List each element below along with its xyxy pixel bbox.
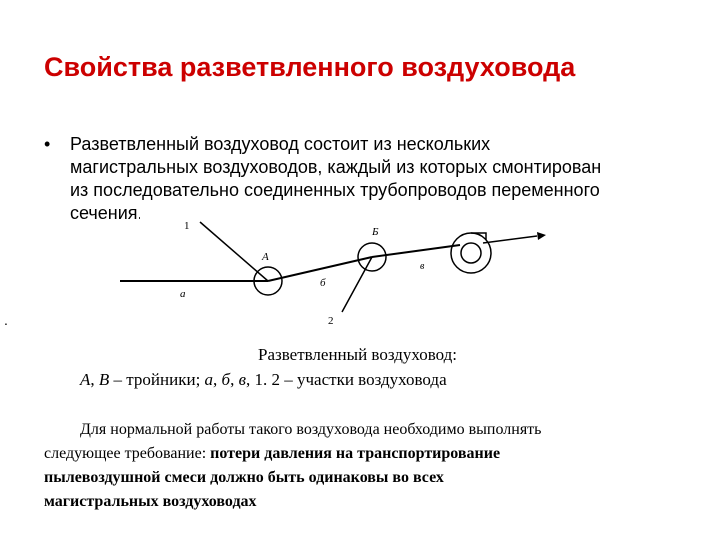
duct-diagram: 1 2 А Б а б в: [120, 210, 546, 327]
paragraph-line-3: пылевоздушной смеси должно быть одинаков…: [44, 469, 444, 486]
paragraph-line-1: Для нормальной работы такого воздуховода…: [80, 421, 542, 438]
bullet-line-2: магистральных воздуховодов, каждый из ко…: [70, 157, 602, 177]
label-segment-b: б: [320, 277, 326, 289]
duct-branch-1: [199, 221, 269, 282]
bullet-line-1: Разветвленный воздуховод состоит из неск…: [70, 134, 491, 154]
caption-part-tail: , 1. 2 – участки воздуховода: [246, 370, 447, 389]
paragraph-line-2: следующее требование: потери давления на…: [44, 445, 500, 463]
paragraph-line-2-normal: следующее требование:: [44, 445, 211, 462]
caption-part-A: А: [80, 370, 91, 389]
caption-part-sep1: ,: [90, 370, 99, 389]
bullet-line-3: из последовательно соединенных трубопров…: [70, 180, 600, 200]
duct-outlet: [482, 235, 538, 244]
label-tee-b: Б: [371, 226, 379, 238]
label-segment-a: а: [180, 288, 186, 300]
fan-impeller-icon: [460, 242, 482, 264]
bullet-line-4: сечения.: [70, 203, 143, 223]
fan-casing-icon: [450, 232, 492, 274]
caption-part-sep2: ,: [213, 370, 222, 389]
slide-title: Свойства разветвленного воздуховода: [44, 52, 576, 82]
caption-part-tees: – тройники;: [109, 370, 205, 389]
paragraph-line-4: магистральных воздуховодах: [44, 493, 257, 510]
stray-mark: .: [4, 312, 8, 328]
caption-part-sep3: ,: [230, 370, 239, 389]
tee-b-icon: [357, 242, 387, 272]
caption-part-b: б: [221, 370, 231, 389]
label-segment-v: в: [420, 261, 425, 272]
tee-a-icon: [253, 266, 283, 296]
duct-segment-v: [371, 244, 461, 258]
caption-part-a: а: [204, 370, 214, 389]
fan-outlet-icon: [471, 232, 487, 240]
duct-branch-2: [341, 256, 373, 313]
flow-arrow-icon: [537, 232, 546, 240]
label-branch-2: 2: [328, 315, 334, 327]
caption-part-B: В: [98, 370, 110, 389]
duct-segment-b: [267, 256, 373, 282]
caption-line-2: А, В – тройники; а, б, в, 1. 2 – участки…: [80, 370, 447, 390]
diagram-overlap-patch: [140, 210, 210, 240]
caption-line-1: Разветвленный воздуховод:: [258, 345, 458, 364]
caption-part-v: в: [238, 370, 246, 389]
label-tee-a: А: [261, 251, 269, 263]
bullet-marker: •: [44, 134, 51, 154]
label-branch-1: 1: [184, 220, 190, 232]
paragraph-line-2-bold: потери давления на транспортирование: [210, 445, 501, 462]
